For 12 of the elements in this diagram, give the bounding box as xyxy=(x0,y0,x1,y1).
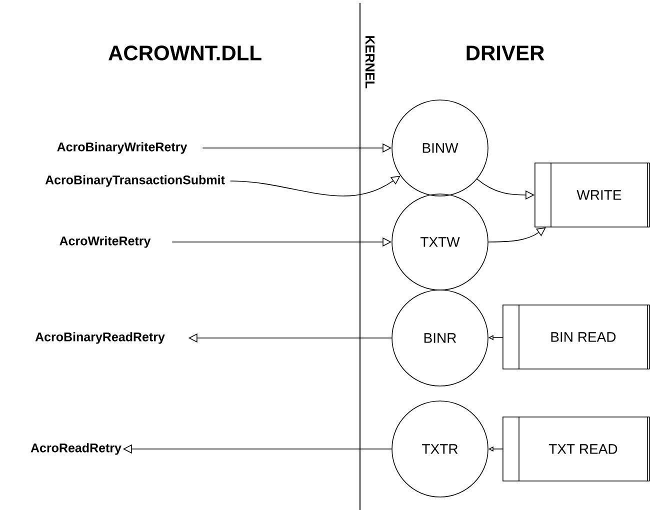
arrow xyxy=(230,176,400,196)
section-heading: ACROWNT.DLL xyxy=(108,46,262,60)
function-name: AcroReadRetry xyxy=(30,443,122,455)
process-box: WRITE xyxy=(534,162,650,228)
function-name: AcroBinaryWriteRetry xyxy=(57,142,188,154)
function-name: AcroBinaryTransactionSubmit xyxy=(45,175,225,187)
function-name: AcroBinaryReadRetry xyxy=(35,332,165,344)
section-heading: KERNEL xyxy=(366,36,374,88)
process-box: TXT READ xyxy=(502,416,650,482)
section-heading: DRIVER xyxy=(466,46,544,60)
function-name: AcroWriteRetry xyxy=(60,236,151,248)
process-box: BIN READ xyxy=(502,304,650,370)
